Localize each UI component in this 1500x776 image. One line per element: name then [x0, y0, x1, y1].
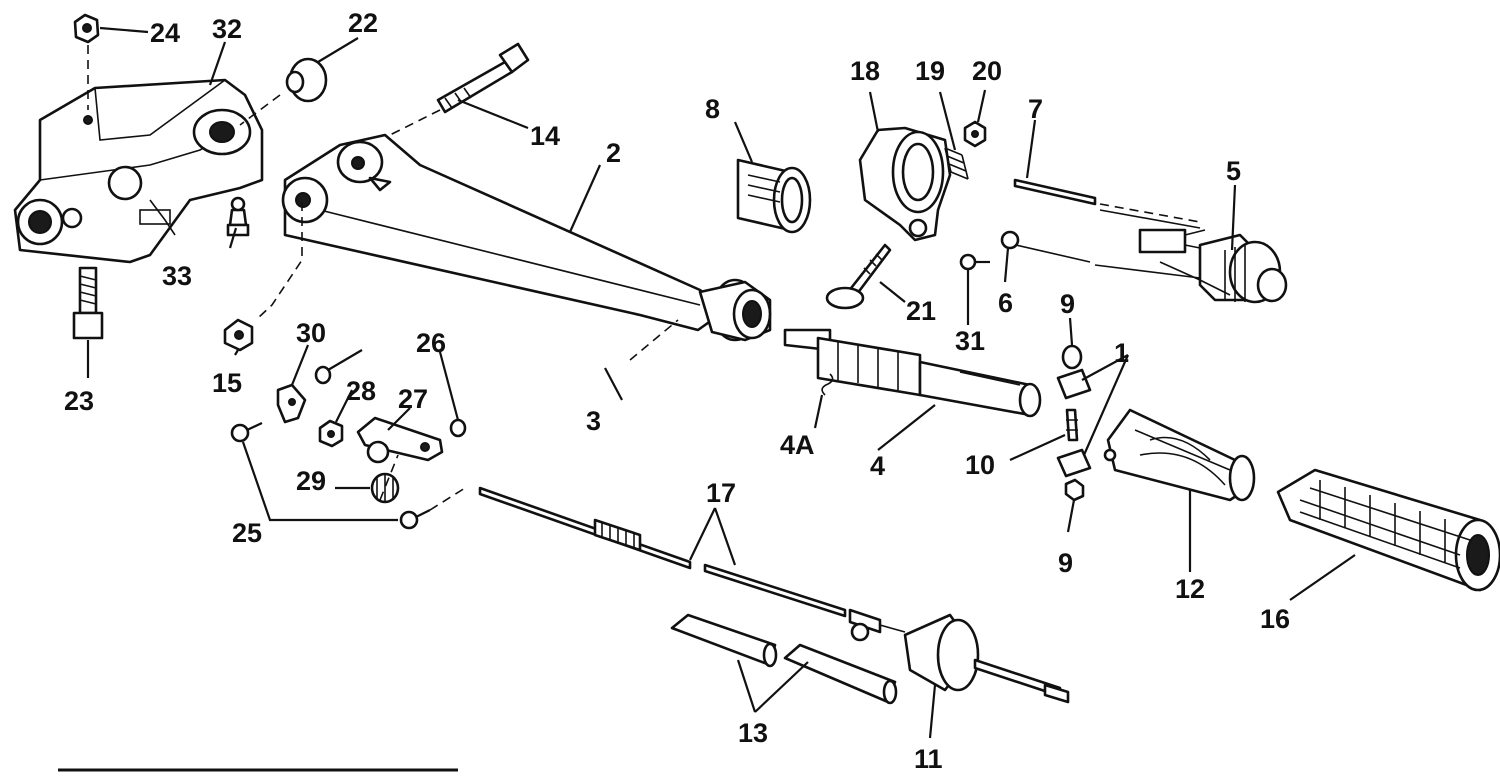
- part-27-link: [356, 416, 444, 464]
- part-25-screws: [230, 422, 466, 530]
- part-5-kill-switch: [1094, 209, 1288, 304]
- part-20-nut: [963, 120, 987, 148]
- part-15-locknut: [223, 318, 254, 352]
- callout-25: 25: [232, 518, 262, 548]
- callout-21: 21: [906, 296, 936, 326]
- callout-30: 30: [296, 318, 326, 348]
- part-1-bushings: [1056, 368, 1092, 478]
- part-6-ground-wire: [1000, 230, 1091, 263]
- part-4a-spring-clip: [821, 373, 834, 396]
- callout-27: 27: [398, 384, 428, 414]
- part-12-throttle-grip: [1103, 408, 1256, 502]
- part-2-tiller-arm: [257, 133, 772, 342]
- part-17-throttle-cable: [478, 486, 906, 642]
- part-8-bushing: [736, 158, 812, 234]
- part-23-bolt: [72, 266, 104, 340]
- part-22-washer: [239, 57, 328, 126]
- part-32-tiller-bracket: [13, 78, 264, 264]
- part-28-nut: [318, 419, 344, 448]
- callout-19: 19: [915, 56, 945, 86]
- part-19-spring: [944, 147, 969, 180]
- callout-6: 6: [998, 288, 1013, 318]
- callout-14: 14: [530, 121, 560, 151]
- part-24-nut: [73, 13, 100, 110]
- part-16-grip-cover: [1276, 468, 1500, 592]
- leader-lines: [86, 26, 1356, 739]
- part-21-friction-screw: [825, 243, 892, 310]
- part-31-screw: [959, 253, 990, 271]
- callout-28: 28: [346, 376, 376, 406]
- part-29-knurled-nut: [370, 472, 400, 504]
- part-9-insert-top: [1061, 344, 1083, 370]
- callout-8: 8: [705, 94, 720, 124]
- callout-9-top: 9: [1060, 289, 1075, 319]
- callout-2: 2: [606, 138, 621, 168]
- part-33-grease-fitting: [226, 196, 250, 237]
- callout-26: 26: [416, 328, 446, 358]
- part-3-pin: [604, 319, 679, 401]
- callout-4a: 4A: [780, 430, 815, 460]
- part-11-cable-sleeve: [903, 613, 1070, 704]
- part-9-insert-bottom: [1064, 478, 1085, 502]
- part-7-wire: [1013, 178, 1201, 223]
- callout-7: 7: [1028, 94, 1043, 124]
- part-18-throttle-housing: [858, 126, 952, 242]
- callout-5: 5: [1226, 156, 1241, 186]
- callout-11: 11: [914, 744, 943, 774]
- callout-33: 33: [162, 261, 192, 291]
- callout-20: 20: [972, 56, 1002, 86]
- callout-1: 1: [1114, 338, 1129, 368]
- callout-18: 18: [850, 56, 880, 86]
- callout-16: 16: [1260, 604, 1290, 634]
- callout-labels: 1 2 3 4 4A 5 6 7 8 9 9 10 11 12 13 14 15…: [64, 8, 1290, 774]
- callout-23: 23: [64, 386, 94, 416]
- part-30-bracket: [276, 383, 307, 424]
- callout-29: 29: [296, 466, 326, 496]
- callout-10: 10: [965, 450, 995, 480]
- callout-4: 4: [870, 451, 885, 481]
- callout-15: 15: [212, 368, 242, 398]
- part-4-throttle-shaft: [783, 328, 1042, 418]
- part-10-pin: [1065, 408, 1079, 442]
- callout-32: 32: [212, 14, 242, 44]
- callout-3: 3: [586, 406, 601, 436]
- part-14-bolt: [379, 42, 530, 141]
- callout-22: 22: [348, 8, 378, 38]
- callout-9-bottom: 9: [1058, 548, 1073, 578]
- callout-31: 31: [955, 326, 985, 356]
- part-26-washers: [314, 365, 467, 438]
- part-13-tubes: [670, 613, 898, 705]
- callout-13: 13: [738, 718, 768, 748]
- callout-12: 12: [1175, 574, 1205, 604]
- callout-17: 17: [706, 478, 736, 508]
- callout-24: 24: [150, 18, 180, 48]
